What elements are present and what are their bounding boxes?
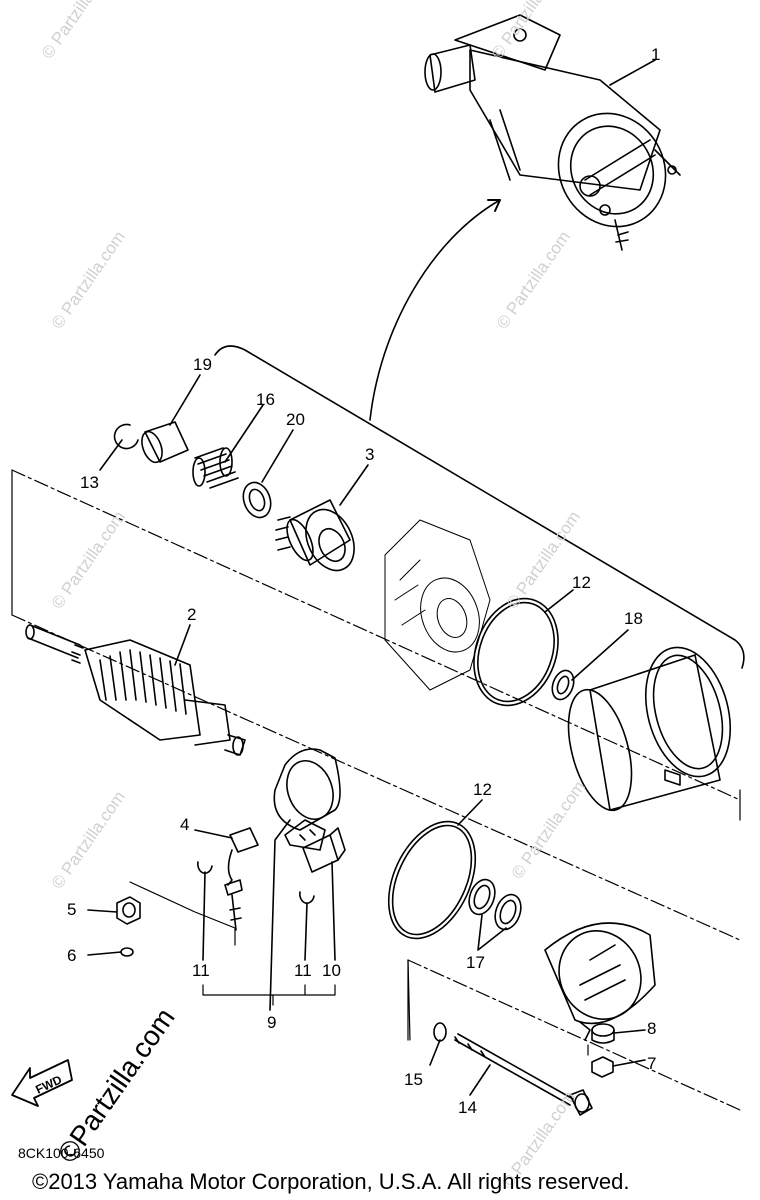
- callout-4: 4: [180, 815, 189, 834]
- armature-2: [25, 624, 246, 756]
- callout-6: 6: [67, 946, 76, 965]
- collar-19: [141, 421, 189, 464]
- callout-13: 13: [80, 473, 99, 492]
- watermark-2: © Partzilla.com: [488, 0, 569, 62]
- washer-11-right: [299, 891, 315, 905]
- watermark-3: © Partzilla.com: [48, 228, 129, 333]
- callout-11-right: 11: [294, 961, 312, 980]
- washer-18: [551, 669, 575, 701]
- callout-18: 18: [624, 609, 643, 628]
- brush-10: [302, 827, 346, 873]
- nut-5: [116, 896, 141, 925]
- starter-motor-assembly-drawing: [424, 14, 681, 251]
- callout-2: 2: [187, 605, 196, 624]
- brush-4: [224, 827, 259, 931]
- callout-15: 15: [404, 1070, 423, 1089]
- grommet-8: [591, 1023, 615, 1044]
- washer-20: [242, 481, 272, 519]
- fwd-arrow-icon: [11, 1059, 73, 1107]
- watermark-5: © Partzilla.com: [48, 508, 129, 613]
- rear-cover-drawing: [544, 922, 656, 1041]
- spring-16: [192, 447, 239, 489]
- callout-numbers: 1 2 3 4 5 6 7 8 9 10 11 11 12 12 13 14 1…: [67, 45, 660, 1117]
- callout-14: 14: [458, 1098, 477, 1117]
- fwd-label: FWD: [33, 1072, 64, 1096]
- through-bolt-14: [454, 1033, 593, 1116]
- brush-holder-9: [273, 748, 341, 851]
- washer-11-left: [197, 861, 213, 875]
- callout-10: 10: [322, 961, 341, 980]
- callout-12-lower: 12: [473, 780, 492, 799]
- callout-19: 19: [193, 355, 212, 374]
- callout-9: 9: [267, 1013, 276, 1032]
- assembly-arrow: [369, 199, 501, 421]
- diagram-code: 8CK100-6450: [18, 1145, 105, 1161]
- callout-16: 16: [256, 390, 275, 409]
- clutch-gear-3: [275, 499, 355, 572]
- watermark-7: © Partzilla.com: [48, 788, 129, 893]
- watermark-large: ©Partzilla.com: [52, 1002, 181, 1168]
- watermarks: © Partzilla.com © Partzilla.com © Partzi…: [38, 0, 589, 1192]
- o-ring-15: [433, 1022, 447, 1042]
- snap-ring-13: [113, 423, 139, 450]
- yoke-drawing: [567, 646, 732, 812]
- nut-7: [591, 1056, 614, 1078]
- o-ring-6: [120, 947, 134, 957]
- watermark-4: © Partzilla.com: [493, 228, 574, 333]
- callout-17: 17: [466, 953, 485, 972]
- callout-12-upper: 12: [572, 573, 591, 592]
- callout-8: 8: [647, 1019, 656, 1038]
- callout-11-left: 11: [192, 961, 210, 980]
- copyright-notice: ©2013 Yamaha Motor Corporation, U.S.A. A…: [32, 1169, 629, 1194]
- callout-3: 3: [365, 445, 374, 464]
- callout-7: 7: [647, 1054, 656, 1073]
- group-bracket: [214, 345, 745, 669]
- o-ring-12-lower: [387, 820, 477, 940]
- watermark-1: © Partzilla.com: [38, 0, 119, 62]
- o-ring-12-upper: [473, 597, 559, 707]
- callout-5: 5: [67, 900, 76, 919]
- washers-17: [468, 878, 522, 931]
- watermark-6: © Partzilla.com: [503, 508, 584, 613]
- callout-1: 1: [651, 45, 660, 64]
- callout-20: 20: [286, 410, 305, 429]
